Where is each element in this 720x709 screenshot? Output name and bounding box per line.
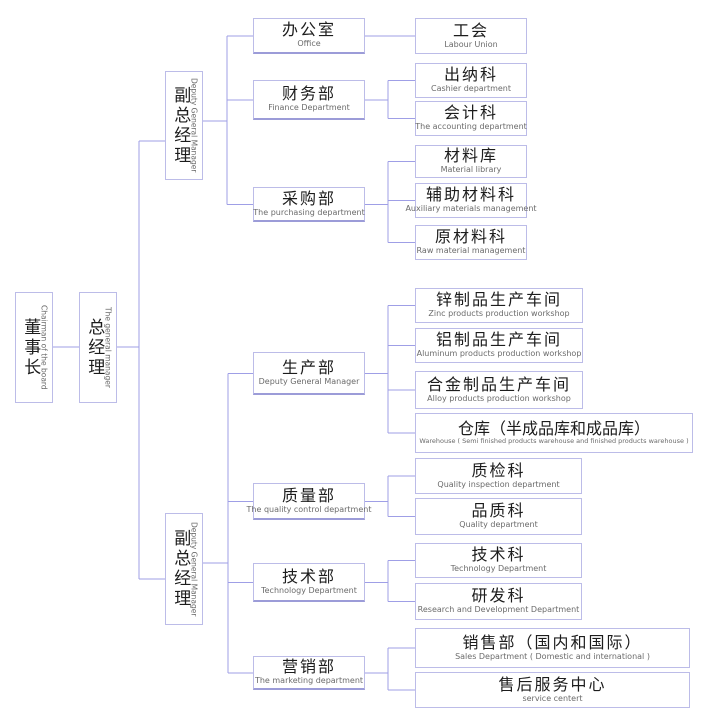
after-sales-title-zh: 售后服务中心 bbox=[498, 674, 607, 694]
org-node-office: 办公室 Office bbox=[253, 18, 365, 54]
org-node-deputy-gm-1: 副总经理 Deputy General Manager bbox=[165, 71, 203, 180]
org-node-zinc-workshop: 锌制品生产车间 Zinc products production worksho… bbox=[415, 288, 583, 323]
labour-union-title-zh: 工会 bbox=[452, 20, 489, 40]
office-subtitle-en: Office bbox=[297, 39, 321, 48]
raw-materials-title-zh: 原材料科 bbox=[434, 227, 507, 247]
office-title-zh: 办公室 bbox=[281, 20, 336, 40]
org-node-raw-materials: 原材料科 Raw material management bbox=[415, 225, 527, 260]
technology-title-zh: 技术部 bbox=[281, 566, 336, 586]
org-node-purchasing: 采购部 The purchasing department bbox=[253, 187, 365, 222]
org-node-quality-section: 品质科 Quality department bbox=[415, 498, 582, 535]
quality-section-subtitle-en: Quality department bbox=[459, 520, 538, 529]
auxiliary-materials-subtitle-en: Auxiliary materials management bbox=[405, 204, 537, 213]
org-node-rd-section: 研发科 Research and Development Department bbox=[415, 583, 582, 620]
raw-materials-subtitle-en: Raw material management bbox=[416, 246, 526, 255]
org-node-finance: 财务部 Finance Department bbox=[253, 80, 365, 120]
org-node-labour-union: 工会 Labour Union bbox=[415, 18, 527, 54]
production-title-zh: 生产部 bbox=[281, 357, 336, 377]
org-node-deputy-gm-2: 副总经理 Deputy General Manager bbox=[165, 513, 203, 625]
after-sales-subtitle-en: service centert bbox=[522, 693, 583, 703]
finance-subtitle-en: Finance Department bbox=[268, 103, 350, 112]
org-node-alloy-workshop: 合金制品生产车间 Alloy products production works… bbox=[415, 371, 583, 409]
finance-title-zh: 财务部 bbox=[281, 84, 336, 104]
technology-section-subtitle-en: Technology Department bbox=[450, 564, 547, 573]
sales-subtitle-en: Sales Department ( Domestic and internat… bbox=[455, 651, 650, 661]
deputy-gm-1-subtitle-en: Deputy General Manager bbox=[189, 78, 199, 173]
alloy-workshop-title-zh: 合金制品生产车间 bbox=[426, 374, 571, 394]
labour-union-subtitle-en: Labour Union bbox=[444, 39, 498, 49]
technology-section-title-zh: 技术科 bbox=[471, 545, 526, 565]
sales-title-zh: 销售部（国内和国际） bbox=[462, 632, 643, 652]
zinc-workshop-subtitle-en: Zinc products production workshop bbox=[428, 309, 570, 318]
org-node-quality-inspection: 质检科 Quality inspection department bbox=[415, 458, 582, 494]
org-node-accounting: 会计科 The accounting department bbox=[415, 101, 527, 136]
org-node-marketing: 营销部 The marketing department bbox=[253, 656, 365, 690]
quality-control-title-zh: 质量部 bbox=[281, 485, 336, 505]
material-library-title-zh: 材料库 bbox=[443, 146, 498, 166]
org-node-general-manager: 总经理 The general manager bbox=[79, 292, 117, 403]
alloy-workshop-subtitle-en: Alloy products production workshop bbox=[427, 393, 571, 403]
purchasing-title-zh: 采购部 bbox=[281, 188, 336, 208]
quality-inspection-subtitle-en: Quality inspection department bbox=[437, 479, 560, 489]
warehouse-subtitle-en: Warehouse ( Semi finished products wareh… bbox=[419, 437, 689, 446]
deputy-gm-2-subtitle-en: Deputy General Manager bbox=[189, 521, 199, 617]
org-node-quality-control: 质量部 The quality control department bbox=[247, 483, 371, 520]
cashier-title-zh: 出纳科 bbox=[443, 65, 498, 85]
cashier-subtitle-en: Cashier department bbox=[430, 84, 512, 93]
auxiliary-materials-title-zh: 辅助材料科 bbox=[425, 185, 516, 205]
quality-section-title-zh: 品质科 bbox=[471, 501, 526, 521]
aluminum-workshop-title-zh: 铝制品生产车间 bbox=[435, 330, 562, 350]
accounting-title-zh: 会计科 bbox=[443, 103, 498, 123]
org-node-cashier: 出纳科 Cashier department bbox=[415, 63, 527, 98]
deputy-gm-1-title-zh: 副总经理 bbox=[170, 85, 191, 166]
purchasing-subtitle-en: The purchasing department bbox=[253, 207, 365, 217]
general-manager-subtitle-en: The general manager bbox=[103, 307, 113, 388]
org-node-material-library: 材料库 Material library bbox=[415, 145, 527, 178]
chairman-subtitle-en: Chairman of the board bbox=[39, 305, 49, 390]
marketing-subtitle-en: The marketing department bbox=[254, 676, 364, 685]
rd-section-subtitle-en: Research and Development Department bbox=[417, 605, 580, 614]
rd-section-title-zh: 研发科 bbox=[471, 586, 526, 606]
quality-control-subtitle-en: The quality control department bbox=[246, 504, 372, 514]
org-node-after-sales: 售后服务中心 service centert bbox=[415, 672, 690, 708]
accounting-subtitle-en: The accounting department bbox=[415, 122, 527, 131]
org-node-warehouse: 仓库（半成品库和成品库） Warehouse ( Semi finished p… bbox=[415, 413, 693, 453]
general-manager-title-zh: 总经理 bbox=[84, 317, 105, 378]
quality-inspection-title-zh: 质检科 bbox=[471, 460, 526, 480]
chairman-title-zh: 董事长 bbox=[20, 317, 41, 378]
org-node-aluminum-workshop: 铝制品生产车间 Aluminum products production wor… bbox=[415, 328, 583, 363]
technology-subtitle-en: Technology Department bbox=[261, 585, 357, 595]
org-node-sales: 销售部（国内和国际） Sales Department ( Domestic a… bbox=[415, 628, 690, 668]
org-node-auxiliary-materials: 辅助材料科 Auxiliary materials management bbox=[405, 183, 537, 218]
zinc-workshop-title-zh: 锌制品生产车间 bbox=[435, 290, 562, 310]
deputy-gm-2-title-zh: 副总经理 bbox=[170, 529, 191, 609]
warehouse-title-zh: 仓库（半成品库和成品库） bbox=[457, 418, 650, 438]
production-subtitle-en: Deputy General Manager bbox=[258, 376, 360, 386]
org-node-chairman: 董事长 Chairman of the board bbox=[15, 292, 53, 403]
material-library-subtitle-en: Material library bbox=[440, 165, 502, 174]
org-node-technology: 技术部 Technology Department bbox=[253, 563, 365, 602]
org-node-technology-section: 技术科 Technology Department bbox=[415, 543, 582, 578]
marketing-title-zh: 营销部 bbox=[281, 657, 336, 677]
aluminum-workshop-subtitle-en: Aluminum products production workshop bbox=[416, 349, 582, 358]
org-node-production: 生产部 Deputy General Manager bbox=[253, 352, 365, 395]
